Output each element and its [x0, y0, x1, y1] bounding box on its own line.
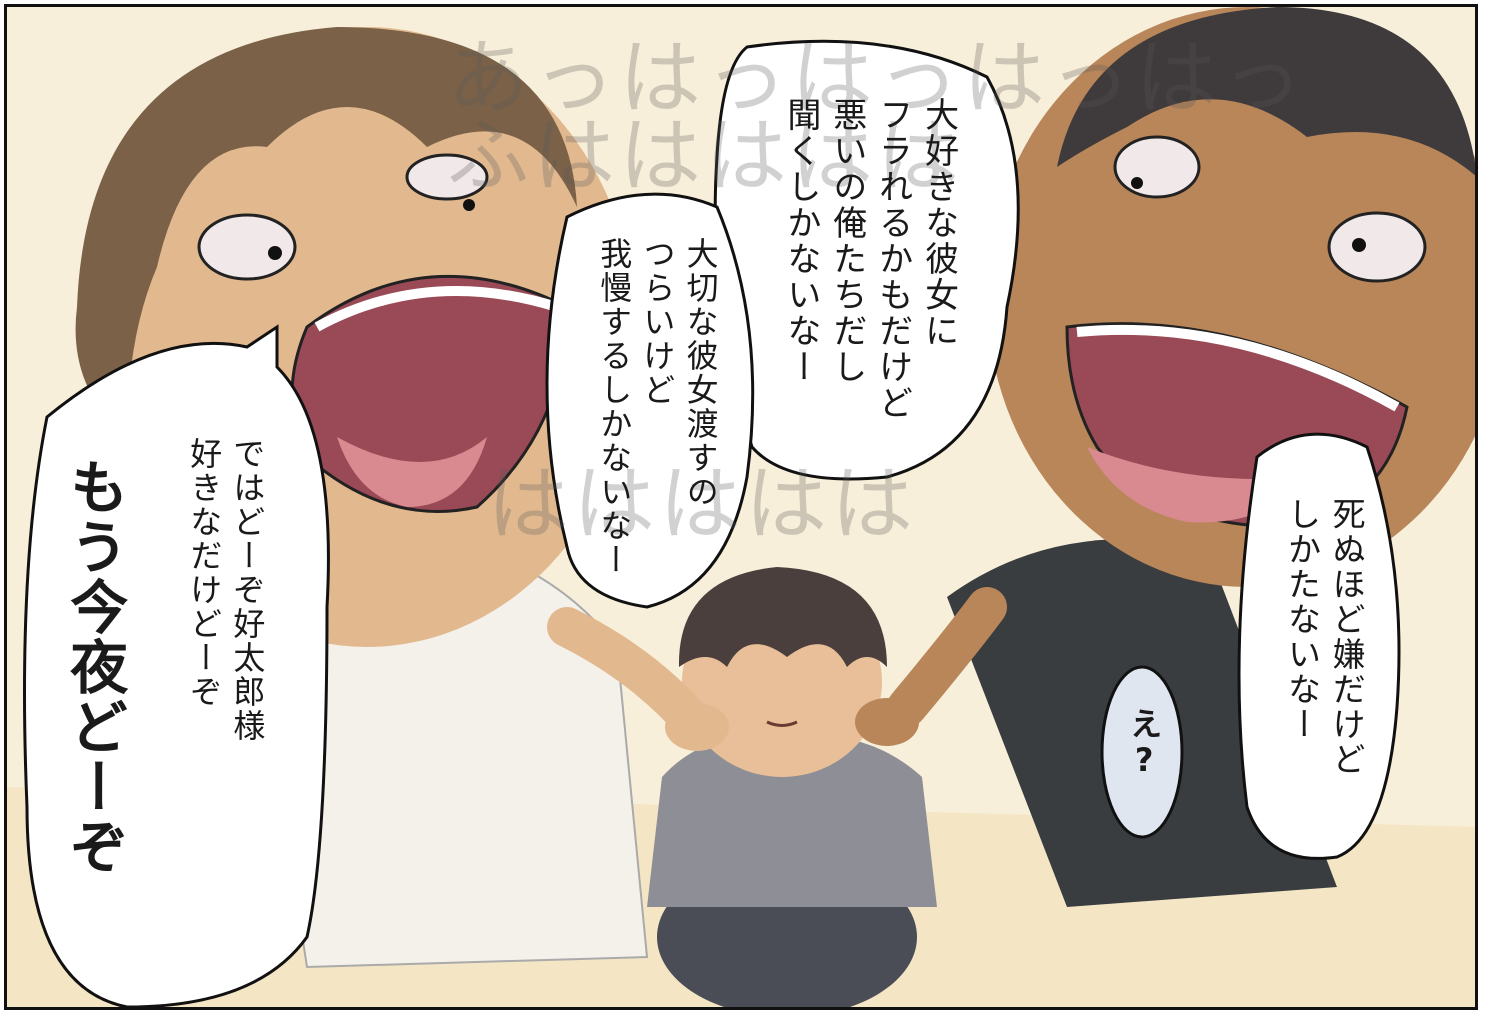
- speech-bubble-left: ではどーぞ好太郎様 好きなだけどーぞ: [185, 437, 267, 743]
- background-laughter-line1: あっはっはっはっはっ: [447, 31, 1308, 126]
- speech-bubble-center: 大切な彼女渡すの つらいけど 我慢するしかないなー: [595, 237, 720, 577]
- speech-bubble-top-center: 大好きな彼女に フラれるかもだけど 悪いの俺たちだし 聞くしかないなー: [780, 97, 959, 421]
- comic-artwork: [7, 7, 1475, 1007]
- background-laughter-line2: ふははははは: [447, 109, 964, 204]
- background-laughter-line3: ははははは: [487, 457, 918, 552]
- speech-bubble-shapes: [23, 39, 1401, 1007]
- speech-bubble-right: 死ぬほど嫌だけど しかたないなー: [1282, 497, 1367, 777]
- comic-panel: あっはっはっはっはっ ふははははは ははははは 大好きな彼女に フラれるかもだけ…: [4, 4, 1478, 1010]
- speech-bubble-left-big: もう今夜どーぞ: [60, 457, 129, 877]
- speech-bubble-small: え?: [1125, 707, 1164, 781]
